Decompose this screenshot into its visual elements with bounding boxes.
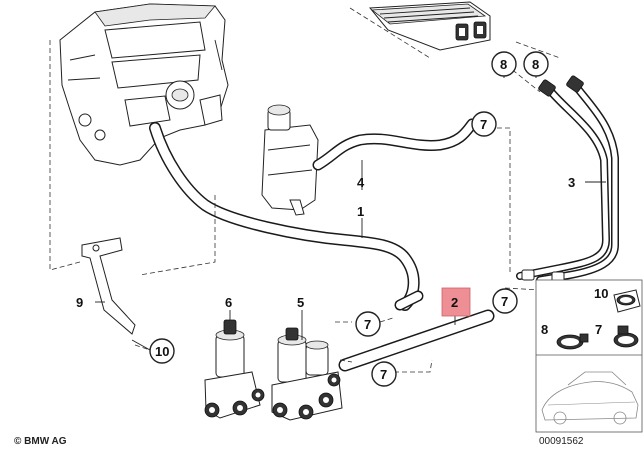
pipe-assembly-3: [516, 75, 619, 284]
svg-text:7: 7: [380, 367, 387, 382]
callout-10-bracket: 10: [149, 338, 175, 364]
hose-2: [338, 309, 495, 372]
label-6: 6: [225, 295, 232, 310]
callout-7-top: 7: [471, 111, 497, 137]
engine-block: [59, 3, 229, 166]
callout-7-center: 7: [355, 311, 381, 337]
svg-text:10: 10: [155, 344, 169, 359]
svg-text:8: 8: [532, 57, 539, 72]
label-7-inset: 7: [595, 322, 602, 337]
callout-8-left: 8: [491, 51, 517, 77]
heater-core: [368, 1, 491, 51]
clamp-10-inset: [613, 289, 641, 313]
water-valve-5: [271, 327, 343, 421]
callout-7-right: 7: [492, 288, 518, 314]
diagram-number: 00091562: [539, 436, 584, 447]
hose-short: [394, 290, 424, 311]
svg-text:7: 7: [480, 117, 487, 132]
clamp-7-inset: [613, 325, 639, 348]
svg-text:7: 7: [501, 294, 508, 309]
callout-7-lower: 7: [371, 361, 397, 387]
label-1: 1: [357, 204, 364, 219]
highlight-part-2: [441, 287, 471, 317]
hose-1: [149, 122, 420, 311]
label-9: 9: [76, 295, 83, 310]
copyright: © BMW AG: [14, 436, 67, 447]
label-4: 4: [357, 175, 365, 190]
inset-box: [535, 279, 643, 433]
bracket-9: [81, 237, 136, 335]
clamp-8-inset: [556, 333, 589, 350]
callout-8-right: 8: [523, 51, 549, 77]
label-2: 2: [451, 295, 458, 310]
label-10-inset: 10: [594, 286, 608, 301]
expansion-tank: [261, 104, 319, 216]
car-silhouette: [541, 371, 639, 425]
label-3: 3: [568, 175, 575, 190]
hose-4: [312, 118, 478, 171]
svg-text:8: 8: [500, 57, 507, 72]
label-5: 5: [297, 295, 304, 310]
water-valve-6: [204, 319, 265, 419]
label-8-inset: 8: [541, 322, 548, 337]
svg-text:7: 7: [364, 317, 371, 332]
